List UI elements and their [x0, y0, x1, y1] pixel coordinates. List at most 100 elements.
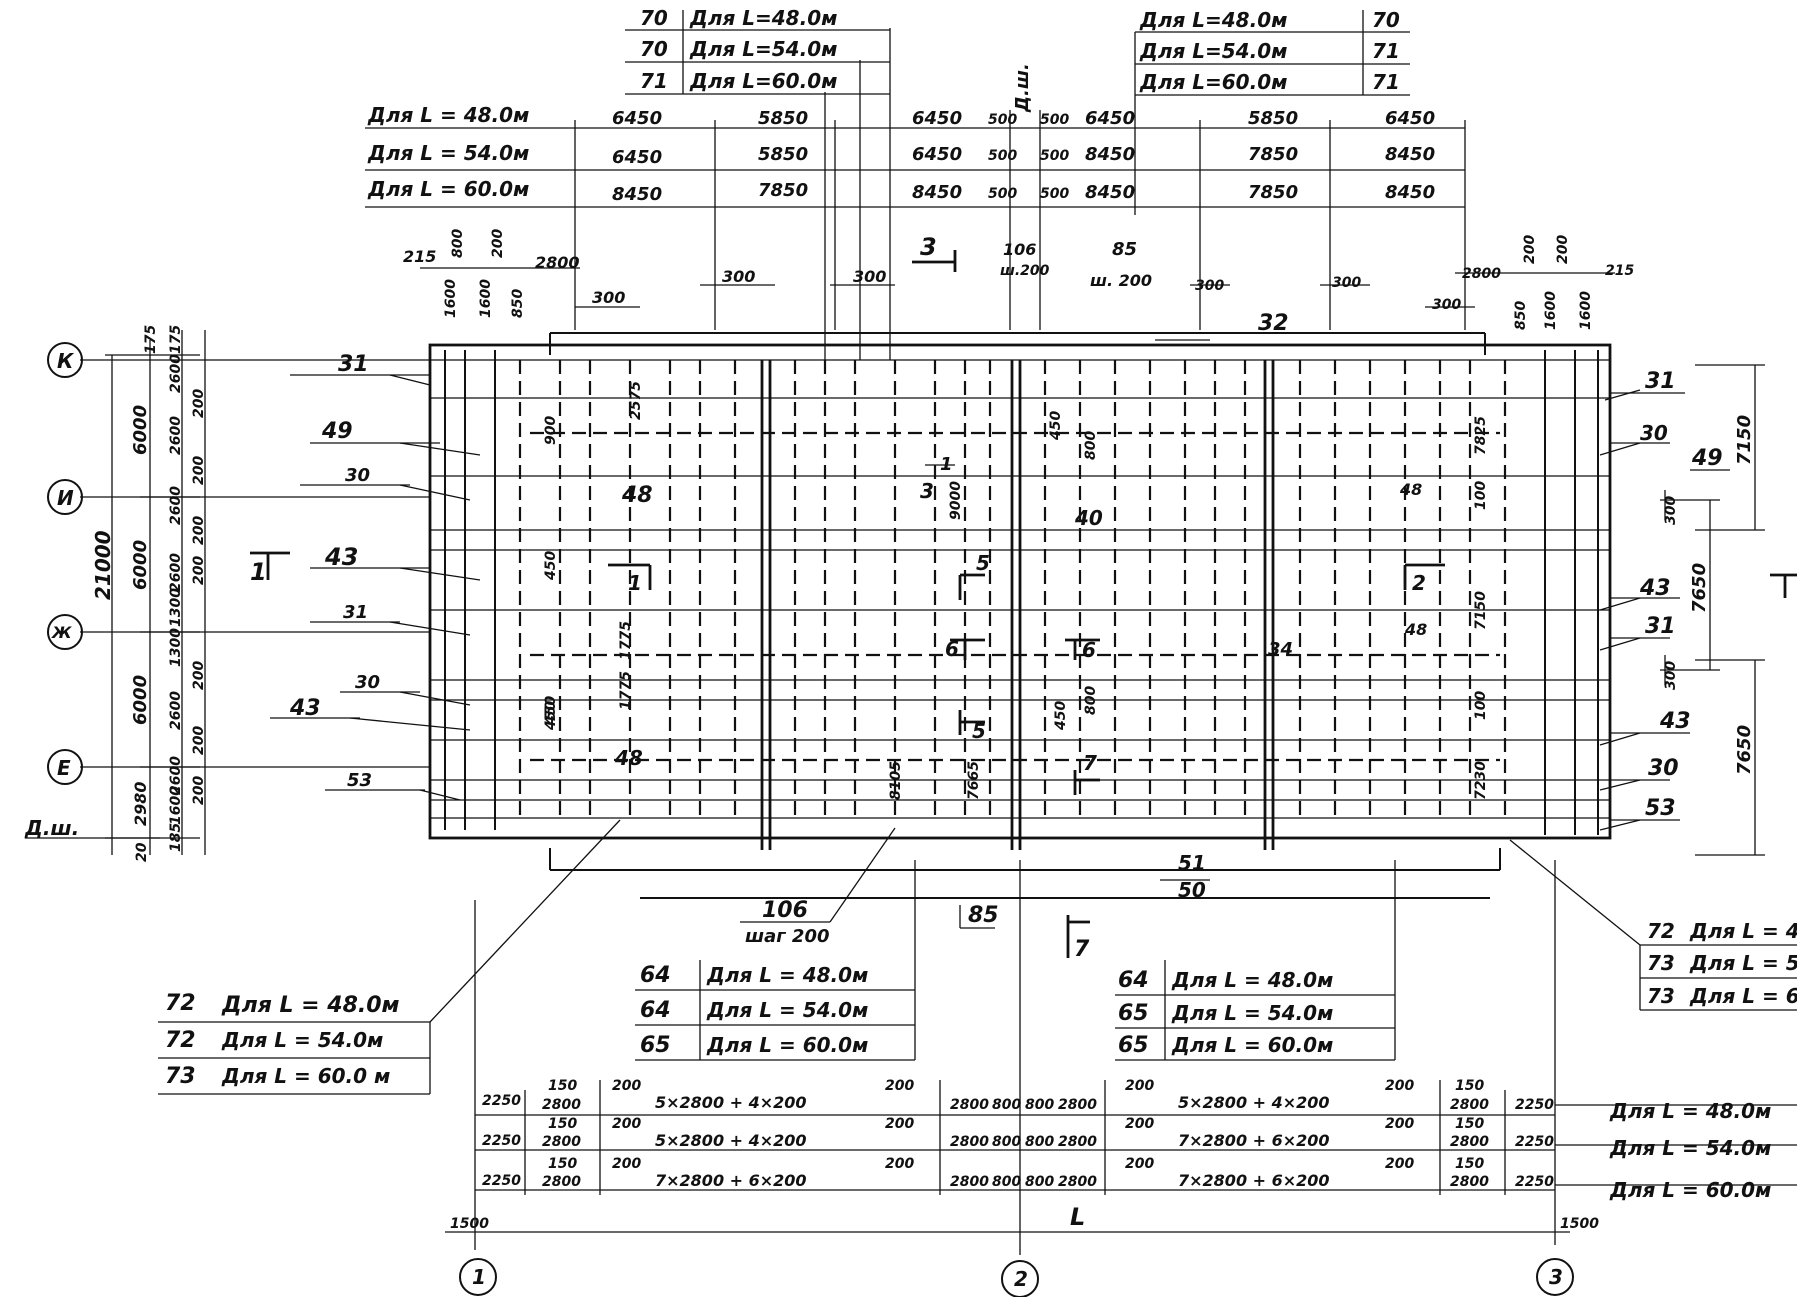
dim2-300-a: 300 — [592, 288, 625, 307]
callout-right-43-a: 43 — [1639, 576, 1671, 601]
bl-text-1: Для L = 48.0м — [221, 993, 400, 1018]
dim2-300-c: 300 — [853, 267, 886, 286]
bm2-text-2: Для L = 54.0м — [1171, 1001, 1333, 1025]
bd-r1-3: 200 — [612, 1078, 641, 1094]
br-text-1: Для L = 4 — [1689, 919, 1797, 943]
callout-left-30-b: 30 — [355, 672, 380, 693]
axis-col-1: 1 — [472, 1265, 486, 1289]
bd-r3-13: 150 — [1455, 1156, 1484, 1172]
idim-100-b: 100 — [1473, 691, 1489, 720]
dim2-300-e: 300 — [1332, 275, 1361, 291]
dim2-800-left: 800 — [450, 229, 466, 258]
bd-r2-10: 200 — [1125, 1116, 1154, 1132]
bd-r2-1: 150 — [548, 1116, 577, 1132]
tr-text-3: Для L=60.0м — [1139, 70, 1287, 94]
dim-left-2980: 2980 — [131, 781, 150, 826]
axis-rows: К И Ж Е Д.ш. — [24, 342, 430, 840]
dim2-2800-right: 2800 — [1462, 266, 1501, 282]
section-3-label: 3 — [920, 233, 937, 261]
idim-900-a: 900 — [543, 416, 559, 445]
bl-pos-1: 72 — [165, 991, 196, 1016]
dim2-1600a-right: 1600 — [1543, 291, 1559, 330]
right-dimension-stack: 7150 7650 7650 300 300 — [1660, 364, 1797, 856]
br-text-2: Для L = 5 — [1689, 951, 1797, 975]
tl-pos-3: 71 — [640, 69, 668, 93]
internal-labels: 32 48 48 48 48 34 40 51 50 106 шаг 200 8… — [543, 311, 1489, 947]
dim-left-200-b: 200 — [191, 456, 207, 485]
bd-r1-1: 150 — [548, 1078, 577, 1094]
bm-text-3: Для L = 60.0м — [706, 1033, 868, 1057]
section-marks-inner: 1 1 2 5 6 6 5 7 7 3 1 — [250, 454, 1445, 962]
axis-Zh: Ж — [51, 623, 72, 642]
sec-3-inner: 3 — [920, 479, 934, 503]
bd-r2-13: 150 — [1455, 1116, 1484, 1132]
axis-col-2: 2 — [1014, 1267, 1028, 1291]
bd-r3-5: 200 — [885, 1156, 914, 1172]
idim-7665: 7665 — [966, 761, 982, 800]
dim-top-r1-3: 500 — [988, 112, 1017, 128]
dim-right-300-a: 300 — [1663, 496, 1679, 525]
bd-r1-6: 2800 — [950, 1097, 989, 1113]
axis-I: И — [57, 486, 74, 510]
bm2-pos-2: 65 — [1118, 1001, 1149, 1026]
dim-left-6000-b: 6000 — [130, 540, 151, 590]
dim-top-r2-2: 6450 — [912, 144, 962, 165]
dim-left-200-d: 200 — [191, 556, 207, 585]
bd-r1-15: 2250 — [1515, 1097, 1554, 1113]
dim-left-2600-a: 2600 — [168, 354, 184, 393]
idim-7825: 7825 — [1473, 416, 1489, 455]
dim2-1600b-right: 1600 — [1578, 291, 1594, 330]
tr-pos-3: 71 — [1372, 70, 1400, 94]
dim2-300-f: 300 — [1432, 297, 1461, 313]
sec-1-small: 1 — [940, 454, 953, 475]
bm-pos-3: 65 — [640, 1033, 671, 1058]
idim-450-a: 450 — [543, 551, 559, 581]
dim2-2800-left: 2800 — [535, 253, 580, 272]
tl-pos-2: 70 — [640, 37, 668, 61]
bottom-mid-table: 64 Для L = 48.0м 64 Для L = 54.0м 65 Для… — [635, 860, 916, 1061]
bd-r3-3: 200 — [612, 1156, 641, 1172]
tl-text-3: Для L=60.0м — [689, 69, 837, 93]
bd-len-54: Для L = 54.0м — [1609, 1136, 1771, 1160]
bd-r2-5: 200 — [885, 1116, 914, 1132]
dim-left-6000-a: 6000 — [130, 405, 151, 455]
dim-left-175-top: 175 — [143, 325, 159, 354]
bm2-pos-1: 64 — [1118, 968, 1149, 993]
dim-right-7150: 7150 — [1734, 415, 1755, 465]
callout-right-49: 49 — [1691, 446, 1723, 471]
len-label-60: Для L = 60.0м — [367, 177, 529, 201]
top-dimension-rows: Для L = 48.0м Для L = 54.0м Для L = 60.0… — [365, 103, 1466, 330]
bd-r3-7: 800 — [992, 1174, 1021, 1190]
sec-7-bottom: 7 — [1074, 937, 1090, 962]
bl-pos-2: 72 — [165, 1028, 196, 1053]
dim-left-200-g: 200 — [191, 776, 207, 805]
label-34: 34 — [1268, 639, 1293, 660]
dim-left-2600-f: 2600 — [168, 756, 184, 795]
dim-left-6000-c: 6000 — [130, 675, 151, 725]
idim-7150: 7150 — [1473, 591, 1489, 630]
bd-r3-11: 7×2800 + 6×200 — [1178, 1171, 1330, 1190]
dim-top-r2-4: 500 — [1040, 148, 1069, 164]
idim-2575: 2575 — [628, 381, 644, 420]
sec-1-inner: 1 — [628, 571, 642, 595]
label-48-b: 48 — [614, 746, 643, 770]
callout-right-31-b: 31 — [1645, 614, 1676, 639]
dim2-215-right: 215 — [1605, 263, 1634, 279]
dim-left-200-f: 200 — [191, 726, 207, 755]
dim-right-300-b: 300 — [1663, 661, 1679, 690]
idim-800-a: 800 — [1083, 686, 1099, 715]
callout-right-30-b: 30 — [1648, 756, 1679, 781]
dim-top-r3-6: 7850 — [1248, 182, 1298, 203]
tl-text-1: Для L=48.0м — [689, 6, 837, 30]
idim-1775-b: 1775 — [618, 671, 634, 710]
dim-top-r3-4: 500 — [1040, 186, 1069, 202]
dim-top-r1-7: 6450 — [1385, 108, 1435, 129]
label-106: 106 — [762, 898, 808, 923]
dashed-ribs — [518, 360, 1507, 820]
dim2-215-left: 215 — [403, 247, 436, 266]
bl-text-2: Для L = 54.0м — [221, 1028, 383, 1052]
bd-r2-2: 2800 — [542, 1134, 581, 1150]
bl-text-3: Для L = 60.0 м — [221, 1064, 390, 1088]
dim2-sh200-b: ш. 200 — [1090, 271, 1152, 290]
bm-text-1: Для L = 48.0м — [706, 963, 868, 987]
